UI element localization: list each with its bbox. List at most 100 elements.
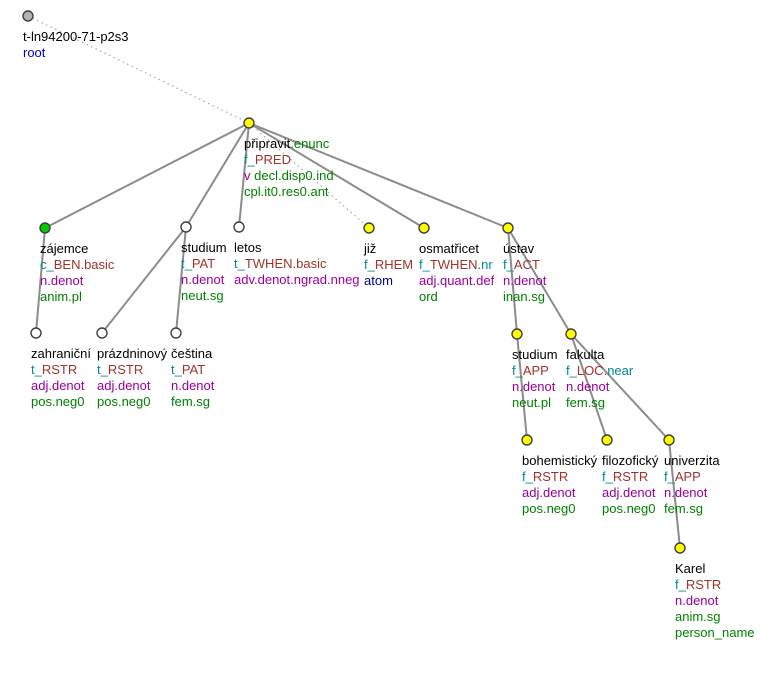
label-segment: decl.disp0.ind <box>254 168 334 183</box>
node-attr-line: f_RHEM <box>364 257 413 273</box>
node-word: studium <box>512 347 558 363</box>
node-attr-line: f_ACT <box>503 257 546 273</box>
label-segment: bohemistický <box>522 453 598 468</box>
label-segment: neut.pl <box>512 395 552 410</box>
label-segment: fem.sg <box>664 501 704 516</box>
node-word: ústav <box>503 241 546 257</box>
node-attr-line: adj.denot <box>602 485 658 501</box>
tree-node-letos[interactable] <box>233 221 245 233</box>
label-segment: již <box>364 241 377 256</box>
node-attr-line: f_LOC.near <box>566 363 633 379</box>
node-attr-line: n.denot <box>675 593 755 609</box>
node-attr-line: n.denot <box>503 273 546 289</box>
label-segment: osmatřicet <box>419 241 479 256</box>
label-segment: adv.denot.ngrad.nneg <box>234 272 360 287</box>
tree-node-osmatricet[interactable] <box>418 222 430 234</box>
node-word: bohemistický <box>522 453 597 469</box>
node-attr-line: n.denot <box>181 272 227 288</box>
label-segment: f_ <box>419 257 430 272</box>
label-segment: adj.denot <box>97 378 151 393</box>
label-segment: studium <box>181 240 227 255</box>
label-segment: t_ <box>181 256 192 271</box>
label-segment: anim.pl <box>40 289 82 304</box>
tree-edge-fakulta-filozoficky <box>570 333 608 441</box>
node-attr-line: inan.sg <box>503 289 546 305</box>
label-segment: zahraniční <box>31 346 91 361</box>
node-attr-line: c_BEN.basic <box>40 257 114 273</box>
node-word: prázdninový <box>97 346 167 362</box>
node-attr-line: adj.denot <box>522 485 597 501</box>
tree-node-root[interactable] <box>22 10 34 22</box>
label-segment: APP <box>674 469 701 484</box>
tree-node-fakulta[interactable] <box>565 328 577 340</box>
label-segment: near <box>607 363 634 378</box>
tree-node-ustav[interactable] <box>502 222 514 234</box>
node-attr-line: person_name <box>675 625 755 641</box>
label-segment: ústav <box>503 241 535 256</box>
tree-edge-studium1-cestina <box>175 226 187 334</box>
label-segment: f_ <box>522 469 533 484</box>
node-attr-line: n.denot <box>664 485 720 501</box>
label-segment: PRED <box>254 152 291 167</box>
node-attr-line: t_TWHEN.basic <box>234 256 360 272</box>
label-segment: f_ <box>664 469 675 484</box>
tree-node-zajemce[interactable] <box>39 222 51 234</box>
node-attr-line: fem.sg <box>171 394 214 410</box>
tree-edge-univerzita-karel <box>668 439 681 549</box>
label-segment: atom <box>364 273 393 288</box>
tree-node-studium1[interactable] <box>180 221 192 233</box>
node-attr-line: pos.neg0 <box>522 501 597 517</box>
tree-node-bohemisticky[interactable] <box>521 434 533 446</box>
tree-node-prazdninovy[interactable] <box>96 327 108 339</box>
label-segment: ord <box>419 289 438 304</box>
node-attr-line: f_RSTR <box>675 577 755 593</box>
label-segment: c_ <box>40 257 54 272</box>
label-segment: LOC. <box>576 363 608 378</box>
node-attr-line: n.denot <box>512 379 558 395</box>
label-segment: RSTR <box>532 469 569 484</box>
label-segment: f_ <box>512 363 523 378</box>
tree-node-studium2[interactable] <box>511 328 523 340</box>
label-segment: inan.sg <box>503 289 545 304</box>
label-segment: fakulta <box>566 347 605 362</box>
label-segment: ACT <box>513 257 540 272</box>
label-segment: t-ln94200-71-p2s3 <box>23 29 129 44</box>
tree-node-pripravit[interactable] <box>243 117 255 129</box>
label-segment: fem.sg <box>171 394 211 409</box>
label-segment: root <box>23 45 46 60</box>
label-segment: adj.denot <box>602 485 656 500</box>
tree-node-jiz[interactable] <box>363 222 375 234</box>
tree-node-cestina[interactable] <box>170 327 182 339</box>
tree-node-karel[interactable] <box>674 542 686 554</box>
label-segment: n.denot <box>664 485 708 500</box>
tree-node-filozoficky[interactable] <box>601 434 613 446</box>
label-segment: neut.sg <box>181 288 224 303</box>
label-segment: BEN.basic <box>53 257 115 272</box>
label-segment: f_ <box>244 152 255 167</box>
node-attr-line: f_RSTR <box>522 469 597 485</box>
node-attr-line: pos.neg0 <box>97 394 167 410</box>
node-attr-line: adj.denot <box>31 378 91 394</box>
tree-edge-zajemce-zahranicni <box>35 227 46 334</box>
label-segment: studium <box>512 347 558 362</box>
node-word: osmatřicet <box>419 241 494 257</box>
label-segment: n.denot <box>566 379 610 394</box>
tree-node-univerzita[interactable] <box>663 434 675 446</box>
label-segment: pos.neg0 <box>97 394 151 409</box>
tree-node-zahranicni[interactable] <box>30 327 42 339</box>
label-segment: t_ <box>234 256 245 271</box>
node-word: čeština <box>171 346 214 362</box>
label-segment: RSTR <box>107 362 144 377</box>
label-segment: filozofický <box>602 453 659 468</box>
